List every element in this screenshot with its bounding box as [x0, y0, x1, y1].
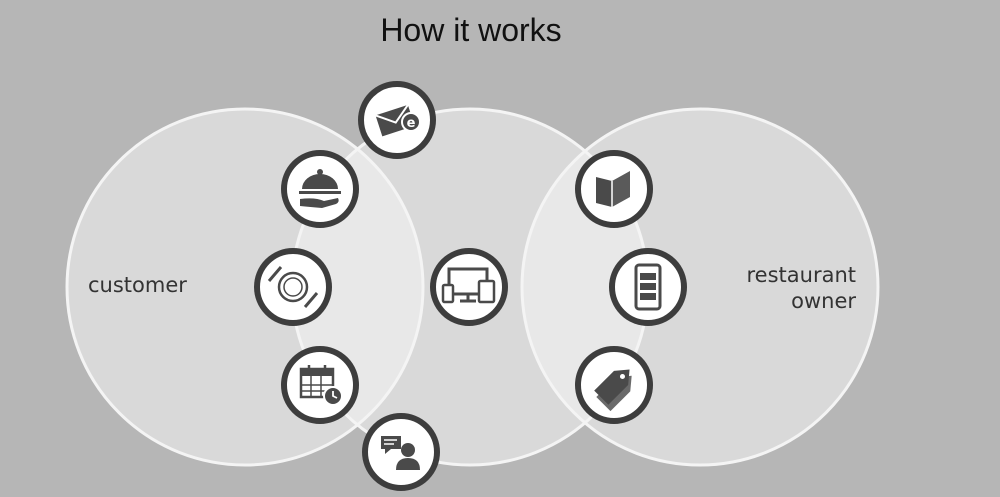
diagram-title: How it works: [380, 12, 562, 48]
restaurant-owner-label-line1: restaurant: [746, 263, 857, 287]
menu-book-icon: [575, 150, 653, 228]
price-tag-icon: [575, 346, 653, 424]
svg-text:e: e: [407, 116, 416, 131]
overlap-left: [292, 109, 423, 465]
user-chat-icon: [362, 413, 440, 491]
customer-label: customer: [88, 273, 187, 297]
food-service-icon: [281, 150, 359, 228]
overlap-right: [522, 109, 648, 465]
mobile-app-icon: [609, 248, 687, 326]
restaurant-owner-label: restaurant owner: [700, 262, 857, 314]
calendar-clock-icon: [281, 346, 359, 424]
dining-plate-icon: [254, 248, 332, 326]
restaurant-owner-label-line2: owner: [791, 289, 856, 313]
email-icon: e: [358, 81, 436, 159]
multi-device-icon: [430, 248, 508, 326]
